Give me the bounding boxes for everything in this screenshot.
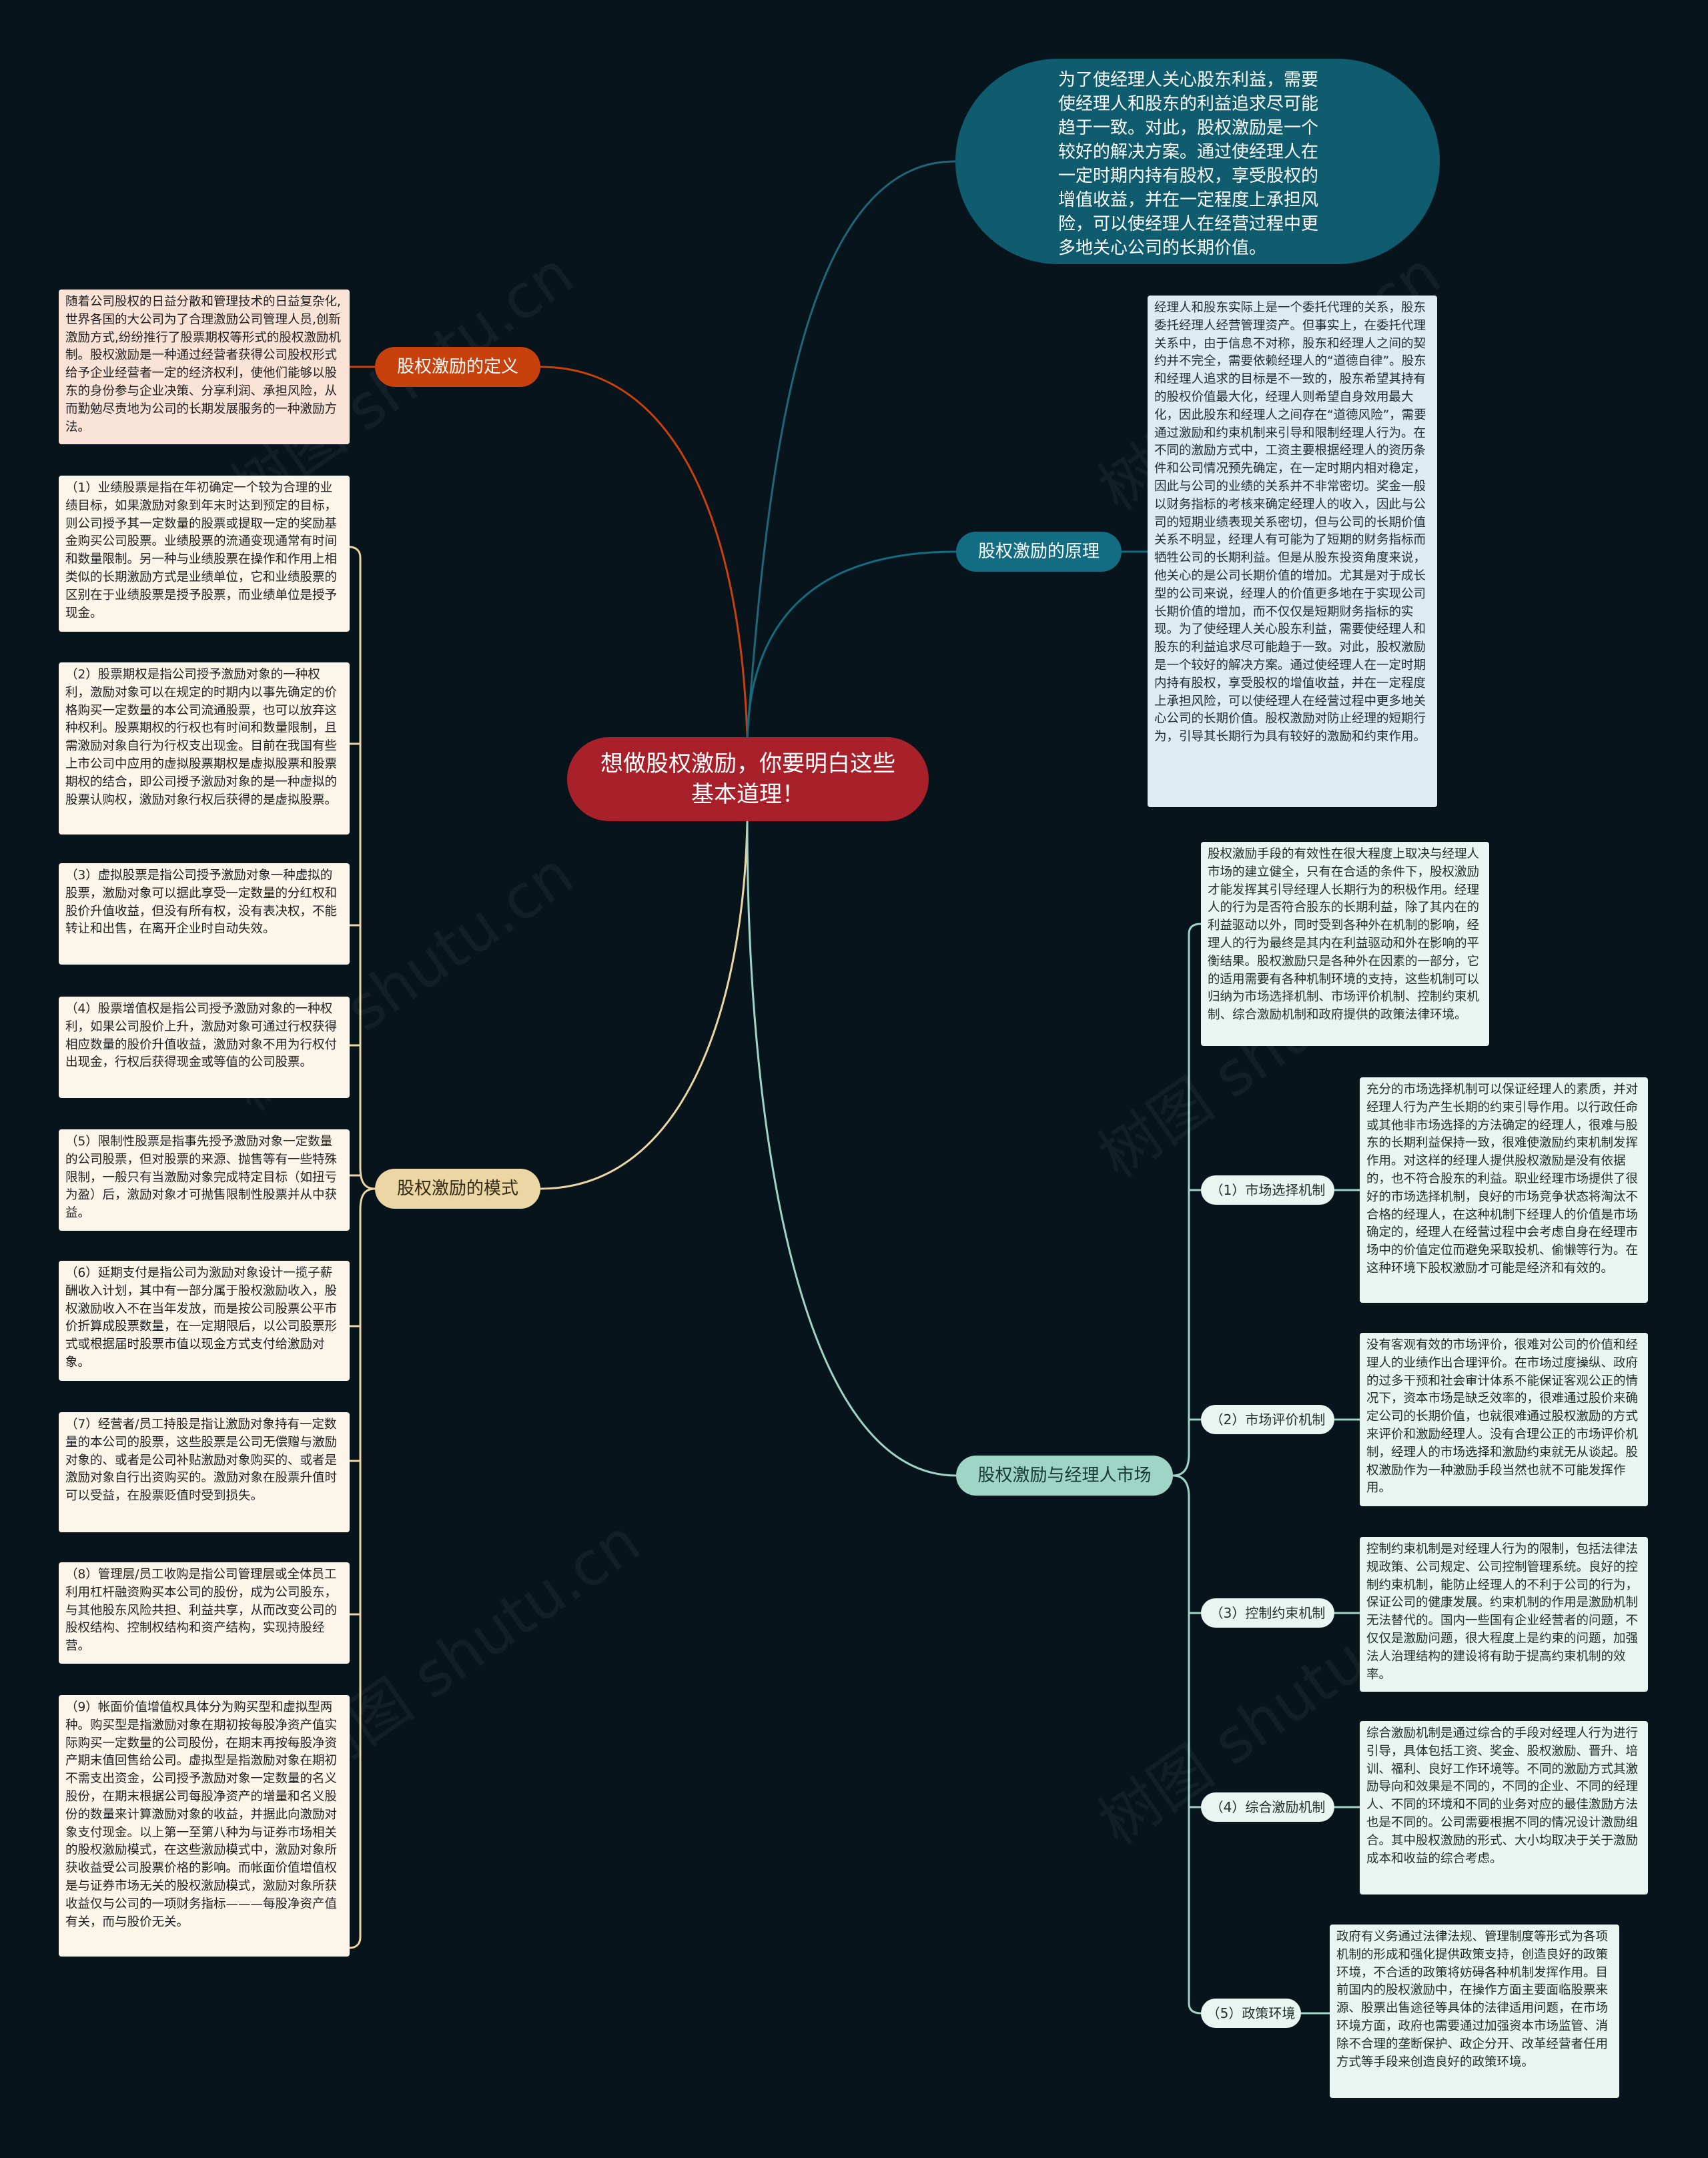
market-sub-selection-note: 充分的市场选择机制可以保证经理人的素质，并对经理人行为产生长期的约束引导作用。以… xyxy=(1360,1077,1648,1303)
mode-note-7: （7）经营者/员工持股是指让激励对象持有一定数量的本公司的股票，这些股票是公司无… xyxy=(59,1412,350,1532)
market-note: 股权激励手段的有效性在很大程度上取决与经理人市场的建立健全，只有在合适的条件下，… xyxy=(1201,842,1489,1046)
root-node[interactable]: 想做股权激励，你要明白这些基本道理！ xyxy=(567,737,929,821)
market-sub-evaluation[interactable]: （2）市场评价机制 xyxy=(1201,1405,1334,1434)
link-root-principle xyxy=(746,550,957,738)
market-sub-evaluation-note: 没有客观有效的市场评价，很难对公司的价值和经理人的业绩作出合理评价。在市场过度操… xyxy=(1360,1333,1648,1506)
market-sub-links xyxy=(1301,1189,1360,2015)
market-sub-policy-note: 政府有义务通过法律法规、管理制度等形式为各项机制的形成和强化提供政策支持，创造良… xyxy=(1330,1925,1619,2098)
mode-note-1: （1）业绩股票是指在年初确定一个较为合理的业绩目标，如果激励对象到年末时达到预定… xyxy=(59,476,350,632)
link-root-definition xyxy=(540,366,749,738)
branch-market[interactable]: 股权激励与经理人市场 xyxy=(956,1456,1173,1496)
link-root-market xyxy=(746,821,957,1477)
link-root-modes xyxy=(540,821,749,1190)
mode-note-9: （9）帐面价值增值权具体分为购买型和虚拟型两种。购买型是指激励对象在期初按每股净… xyxy=(59,1695,350,1957)
top-summary-bubble: 为了使经理人关心股东利益，需要使经理人和股东的利益追求尽可能趋于一致。对此，股权… xyxy=(955,59,1440,264)
mode-note-6: （6）延期支付是指公司为激励对象设计一揽子薪酬收入计划，其中有一部分属于股权激励… xyxy=(59,1261,350,1381)
modes-bracket xyxy=(349,546,376,1949)
branch-definition[interactable]: 股权激励的定义 xyxy=(375,347,540,387)
mode-note-5: （5）限制性股票是指事先授予激励对象一定数量的公司股票，但对股票的来源、抛售等有… xyxy=(59,1129,350,1231)
branch-modes[interactable]: 股权激励的模式 xyxy=(375,1169,540,1209)
market-sub-policy[interactable]: （5）政策环境 xyxy=(1201,1999,1301,2028)
mode-note-2: （2）股票期权是指公司授予激励对象的一种权利，激励对象可以在规定的时期内以事先确… xyxy=(59,662,350,835)
market-sub-control-note: 控制约束机制是对经理人行为的限制，包括法律法规政策、公司规定、公司控制管理系统。… xyxy=(1360,1537,1648,1692)
mode-note-4: （4）股票增值权是指公司授予激励对象的一种权利，如果公司股价上升，激励对象可通过… xyxy=(59,997,350,1098)
mode-note-8: （8）管理层/员工收购是指公司管理层或全体员工利用杠杆融资购买本公司的股份，成为… xyxy=(59,1562,350,1664)
principle-note: 经理人和股东实际上是一个委托代理的关系，股东委托经理人经营管理资产。但事实上，在… xyxy=(1148,296,1437,807)
market-sub-incentive[interactable]: （4）综合激励机制 xyxy=(1201,1792,1334,1822)
mode-note-3: （3）虚拟股票是指公司授予激励对象一种虚拟的股票，激励对象可以据此享受一定数量的… xyxy=(59,863,350,965)
definition-note: 随着公司股权的日益分散和管理技术的日益复杂化,世界各国的大公司为了合理激励公司管… xyxy=(59,290,350,444)
branch-principle[interactable]: 股权激励的原理 xyxy=(956,532,1122,572)
market-bracket xyxy=(1172,923,1202,2015)
market-sub-selection[interactable]: （1）市场选择机制 xyxy=(1201,1175,1334,1205)
market-sub-control[interactable]: （3）控制约束机制 xyxy=(1201,1598,1334,1628)
link-root-topnote xyxy=(746,160,956,738)
market-sub-incentive-note: 综合激励机制是通过综合的手段对经理人行为进行引导，具体包括工资、奖金、股权激励、… xyxy=(1360,1721,1648,1895)
